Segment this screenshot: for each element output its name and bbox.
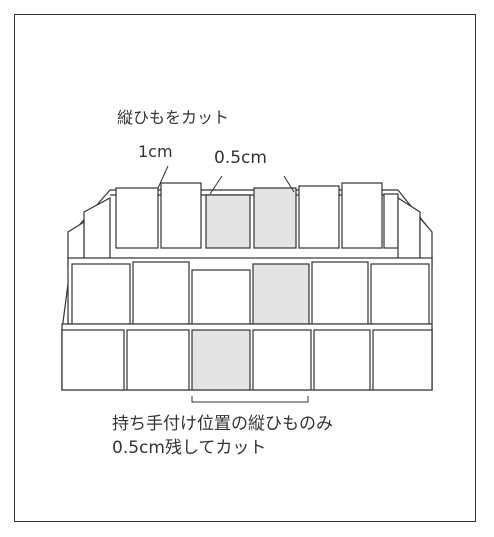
handle-note-line2: 0.5cm残してカット [112, 438, 267, 458]
back-strip [383, 193, 399, 249]
front-strip [132, 261, 190, 325]
handle-note: 持ち手付け位置の縦ひものみ 0.5cm残してカット [112, 412, 333, 460]
back-strip-shaded [205, 194, 251, 249]
back-strip [341, 182, 383, 249]
label-1cm: 1cm [138, 142, 173, 161]
handle-bracket [191, 396, 309, 403]
front-strip [370, 263, 430, 325]
leader-05cm-right [283, 175, 295, 193]
front-strip [311, 261, 369, 325]
side-strip-left [83, 196, 111, 263]
side-strip-right [397, 196, 421, 263]
front-strip-shaded [252, 263, 310, 325]
leader-1cm [157, 165, 169, 189]
front-strip [71, 263, 131, 325]
back-strip [160, 182, 202, 249]
cut-instruction-title: 縦ひもをカット [117, 108, 230, 127]
bottom-strip [372, 329, 433, 391]
front-strip [191, 269, 251, 325]
bottom-strip [61, 329, 125, 391]
bottom-strip-shaded [191, 329, 251, 391]
back-strip [298, 185, 340, 249]
back-strip-shaded [253, 187, 297, 249]
label-05cm: 0.5cm [214, 148, 267, 168]
handle-note-line1: 持ち手付け位置の縦ひものみ [112, 414, 333, 434]
bottom-strip [126, 329, 190, 391]
leader-05cm-left [209, 175, 223, 195]
bottom-strip [252, 329, 312, 391]
bottom-strip [313, 329, 371, 391]
back-strip [115, 187, 159, 249]
